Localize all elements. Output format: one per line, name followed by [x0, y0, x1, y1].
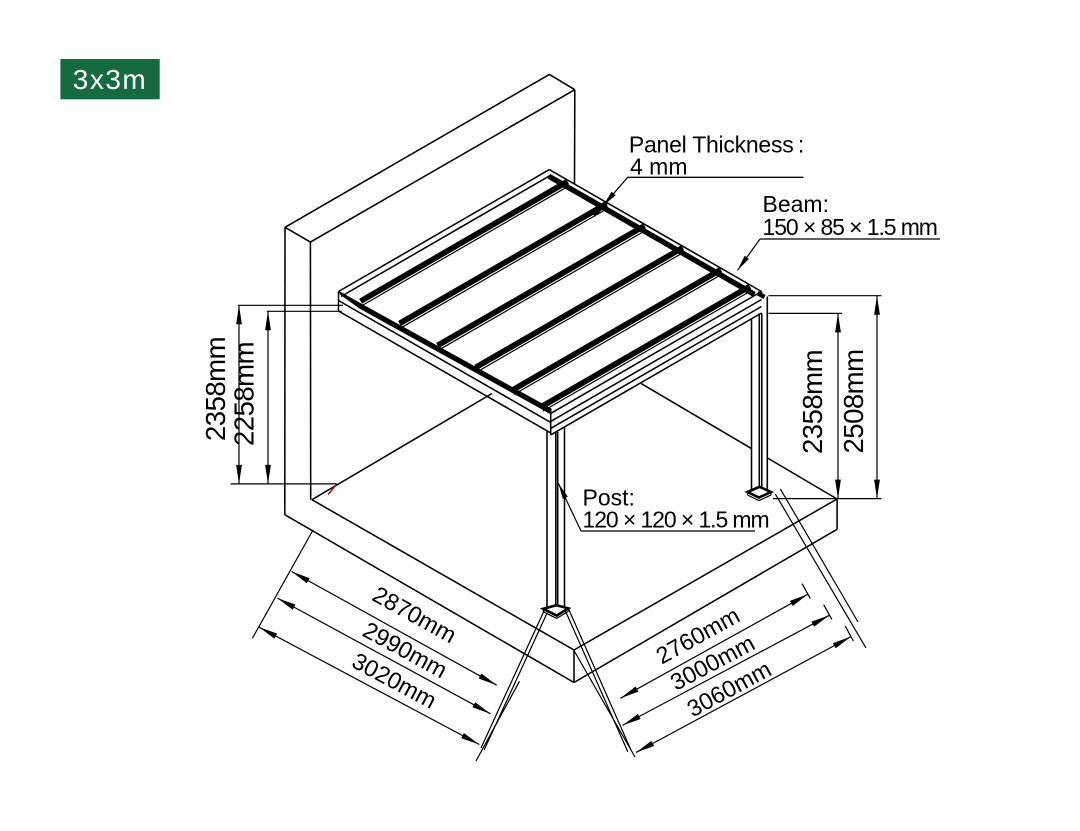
- svg-text:120 × 120 × 1.5 mm: 120 × 120 × 1.5 mm: [583, 507, 769, 533]
- svg-text:Post:: Post:: [583, 485, 635, 511]
- svg-text:2358mm: 2358mm: [200, 337, 231, 441]
- svg-text:4 mm: 4 mm: [630, 154, 688, 180]
- svg-text:Panel Thickness :: Panel Thickness :: [629, 132, 804, 158]
- svg-text:2508mm: 2508mm: [838, 350, 869, 454]
- svg-text:2258mm: 2258mm: [229, 342, 260, 446]
- svg-text:150 × 85 × 1.5 mm: 150 × 85 × 1.5 mm: [763, 214, 937, 240]
- svg-text:2358mm: 2358mm: [797, 350, 828, 454]
- svg-text:Beam:: Beam:: [763, 191, 829, 217]
- svg-text:3x3m: 3x3m: [73, 64, 147, 95]
